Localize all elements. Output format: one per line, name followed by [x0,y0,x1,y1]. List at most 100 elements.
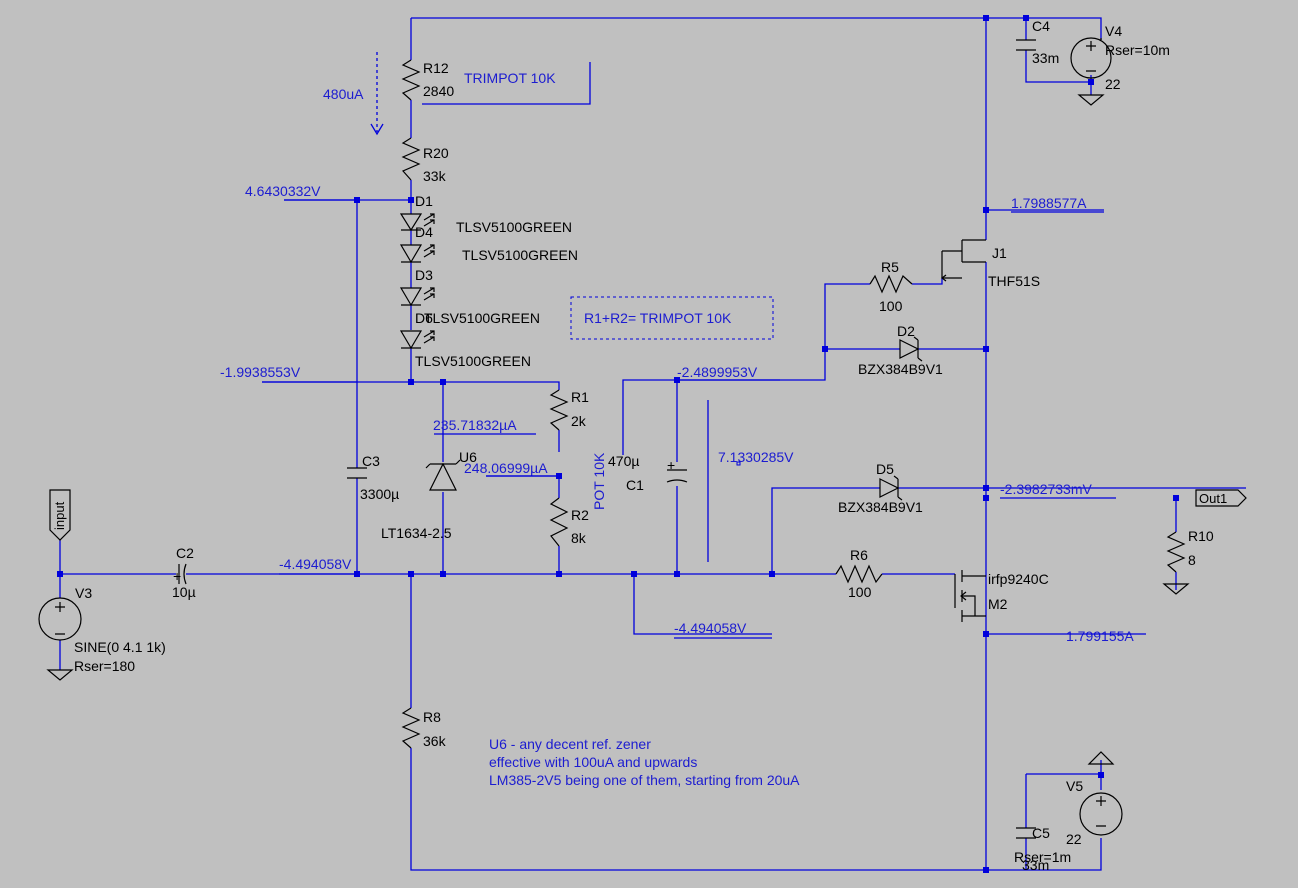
c4-name: C4 [1032,18,1050,34]
capacitor-c2[interactable]: + C2 10µ [172,545,196,600]
zener-d2[interactable]: D2 BZX384B9V1 [858,323,943,377]
supply-v5 [1087,751,1115,765]
j1-value: THF51S [988,273,1040,289]
probe-v-top: 4.6430332V [245,183,321,199]
ground-v4 [1077,94,1105,106]
junction-dot [983,495,989,501]
mosfet-m2[interactable]: irfp9240C M2 [954,570,1049,622]
r2-name: R2 [571,507,589,523]
notes: TRIMPOT 10K POT 10K R1+R2= TRIMPOT 10K U… [422,62,800,788]
capacitor-c4[interactable]: C4 33m [1016,18,1059,66]
resistor-r5[interactable]: R5 100 [869,259,913,314]
led-d4[interactable]: D4 TLSV5100GREEN [399,224,578,264]
r2-value: 8k [571,530,587,546]
v5-rser: Rser=1m [1014,849,1071,865]
junction-dot [983,346,989,352]
junction-dot [769,571,775,577]
v5-name: V5 [1066,778,1083,794]
probe-v-bottom: -4.494058V [674,620,747,636]
m2-value: irfp9240C [988,571,1049,587]
jfet-j1[interactable]: J1 THF51S [941,239,1040,289]
input-label: input [52,501,67,530]
reference-u6[interactable]: U6 LT1634-2.5 [381,449,477,541]
capacitor-c1[interactable]: + 470µ C1 [608,453,688,493]
led-d1[interactable]: D1 TLSV5100GREEN [399,193,572,235]
out1-net-flag[interactable]: Out1 [1195,489,1247,507]
ground-v3 [46,669,74,681]
out1-label: Out1 [1199,491,1227,506]
d3-name: D3 [415,267,433,283]
r5-name: R5 [881,259,899,275]
v4-rser: Rser=10m [1105,42,1170,58]
r1-value: 2k [571,413,587,429]
resistor-r2[interactable]: R2 8k [549,497,589,547]
junction-dot [1173,495,1179,501]
junction-dot [1098,772,1104,778]
r12-name: R12 [423,60,449,76]
probe-v-mid: -1.9938553V [220,364,301,380]
u6-name: U6 [459,449,477,465]
zener-d5[interactable]: D5 BZX384B9V1 [838,461,923,515]
r6-name: R6 [850,547,868,563]
junction-dot [631,571,637,577]
led-d6[interactable]: TLSV5100GREEN [399,330,531,369]
probe-i-j1: 1.7988577A [1011,195,1087,211]
c3-value: 3300µ [360,486,399,502]
input-net-flag[interactable]: input [49,489,71,541]
junction-dot [1023,15,1029,21]
capacitor-c5[interactable]: C5 33m [1016,825,1050,873]
junction-dot [57,571,63,577]
c1-value: 470µ [608,453,639,469]
d5-name: D5 [876,461,894,477]
note-trimpot: TRIMPOT 10K [464,70,556,86]
m2-name: M2 [988,596,1008,612]
source-v5[interactable]: V5 22 Rser=1m [1014,778,1123,865]
junction-dot [556,571,562,577]
c1-name: C1 [626,477,644,493]
d4-value: TLSV5100GREEN [462,247,578,263]
junction-dot [408,379,414,385]
resistor-r10[interactable]: R10 8 [1166,528,1214,573]
led-d3[interactable]: D3 D6 TLSV5100GREEN [399,267,540,326]
source-v3[interactable]: V3 SINE(0 4.1 1k) Rser=180 [38,585,166,674]
r5-value: 100 [879,298,903,314]
c2-name: C2 [176,545,194,561]
v3-rser: Rser=180 [74,658,135,674]
c5-value: 33m [1022,857,1049,873]
c5-name: C5 [1032,825,1050,841]
junction-dot [983,867,989,873]
c3-name: C3 [362,453,380,469]
capacitor-c3[interactable]: C3 3300µ [347,453,399,502]
resistor-r6[interactable]: R6 100 [835,547,883,600]
d1-name: D1 [415,193,433,209]
probe-v-out: -2.3982733mV [1000,481,1093,497]
probe-annotations: 4.6430332V -1.9938553V -4.494058V -4.494… [220,52,1146,644]
resistor-r20[interactable]: R20 33k [401,137,449,184]
v5-value: 22 [1066,831,1082,847]
d1-value: TLSV5100GREEN [456,219,572,235]
c2-value: 10µ [172,584,196,600]
d2-name: D2 [897,323,915,339]
probe-v-gate: -2.4899953V [677,364,758,380]
resistor-r12[interactable]: R12 2840 [401,59,454,101]
resistor-r1[interactable]: R1 2k [549,389,589,431]
v3-value: SINE(0 4.1 1k) [74,639,166,655]
junction-dot [440,571,446,577]
note-box [570,296,774,340]
junction-dot [408,197,414,203]
v3-name: V3 [75,585,92,601]
r12-value: 2840 [423,83,454,99]
r6-value: 100 [848,584,872,600]
resistor-r8[interactable]: R8 36k [401,707,447,749]
j1-name: J1 [992,245,1007,261]
junction-dot [1088,79,1094,85]
v4-value: 22 [1105,76,1121,92]
junction-dot [822,346,828,352]
probe-i-m2: 1.799155A [1066,628,1134,644]
d3-value-overlap: D6 [415,310,433,326]
d6-value: TLSV5100GREEN [424,310,540,326]
source-v4[interactable]: V4 Rser=10m 22 [1070,23,1170,92]
r10-name: R10 [1188,528,1214,544]
c4-value: 33m [1032,50,1059,66]
